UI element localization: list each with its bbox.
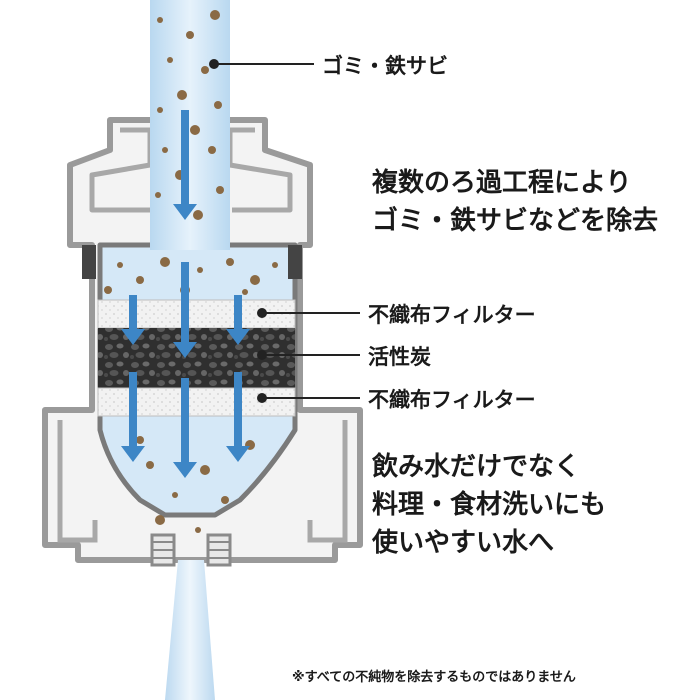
debris-particle-icon: [250, 275, 260, 285]
debris-particle-icon: [193, 210, 203, 220]
nozzle-threads: [150, 533, 232, 567]
benefit-line-3: 使いやすい水へ: [372, 528, 555, 558]
filtration-message: 複数のろ過工程により ゴミ・鉄サビなどを除去: [372, 164, 658, 240]
filtration-line-2: ゴミ・鉄サビなどを除去: [372, 206, 659, 236]
debris-particle-icon: [195, 527, 201, 533]
flow-arrow-icon: [226, 295, 250, 345]
debris-particle-icon: [177, 90, 187, 100]
debris-particle-icon: [157, 17, 163, 23]
debris-particle-icon: [200, 465, 210, 475]
debris-particle-icon: [146, 461, 154, 469]
flow-arrow-icon: [121, 372, 145, 462]
leader-lines: [209, 59, 360, 403]
debris-particle-icon: [136, 436, 144, 444]
debris-particle-icon: [216, 186, 224, 194]
debris-particle-icon: [155, 515, 165, 525]
benefit-line-2: 料理・食材洗いにも: [372, 490, 607, 520]
flow-arrow-icon: [173, 378, 197, 478]
filtration-line-1: 複数のろ過工程により: [372, 168, 632, 198]
debris-particle-icon: [117, 262, 123, 268]
debris-particle-icon: [160, 257, 170, 267]
debris-particle-icon: [172, 492, 178, 498]
debris-particle-icon: [155, 192, 161, 198]
debris-particle-icon: [221, 496, 229, 504]
debris-particle-icon: [157, 107, 163, 113]
debris-particle-icon: [167, 57, 173, 63]
flow-arrow-icon: [226, 372, 250, 462]
flow-arrow-icon: [173, 110, 197, 220]
benefit-line-1: 飲み水だけでなく: [372, 452, 581, 482]
flow-arrow-icon: [121, 295, 145, 345]
water-outflow-stream: [165, 560, 215, 700]
nonwoven-filter-bottom-layer: [97, 387, 296, 417]
debris-particle-icon: [208, 146, 216, 154]
debris-particle-icon: [201, 66, 209, 74]
debris-particle-icon: [162, 147, 168, 153]
debris-particle-icon: [272, 262, 278, 268]
debris-particle-icon: [226, 258, 234, 266]
debris-particle-icon: [214, 101, 222, 109]
debris-particle-icon: [104, 286, 112, 294]
benefit-message: 飲み水だけでなく 料理・食材洗いにも 使いやすい水へ: [372, 448, 606, 562]
debris-particle-icon: [197, 267, 203, 273]
nonwoven-filter-bottom-label: 不織布フィルター: [368, 388, 536, 412]
flow-arrows: [121, 110, 250, 478]
debris-particle-icon: [210, 10, 220, 20]
nonwoven-filter-top-label: 不織布フィルター: [368, 303, 536, 327]
footnote: ※すべての不純物を除去するものではありません: [292, 670, 576, 685]
debris-particle-icon: [242, 289, 248, 295]
debris-particle-icon: [136, 276, 144, 284]
debris-label: ゴミ・鉄サビ: [322, 54, 448, 78]
activated-carbon-label: 活性炭: [368, 345, 431, 369]
debris-particle-icon: [186, 31, 194, 39]
debris-particle-icon: [190, 125, 200, 135]
flow-arrow-icon: [173, 262, 197, 358]
